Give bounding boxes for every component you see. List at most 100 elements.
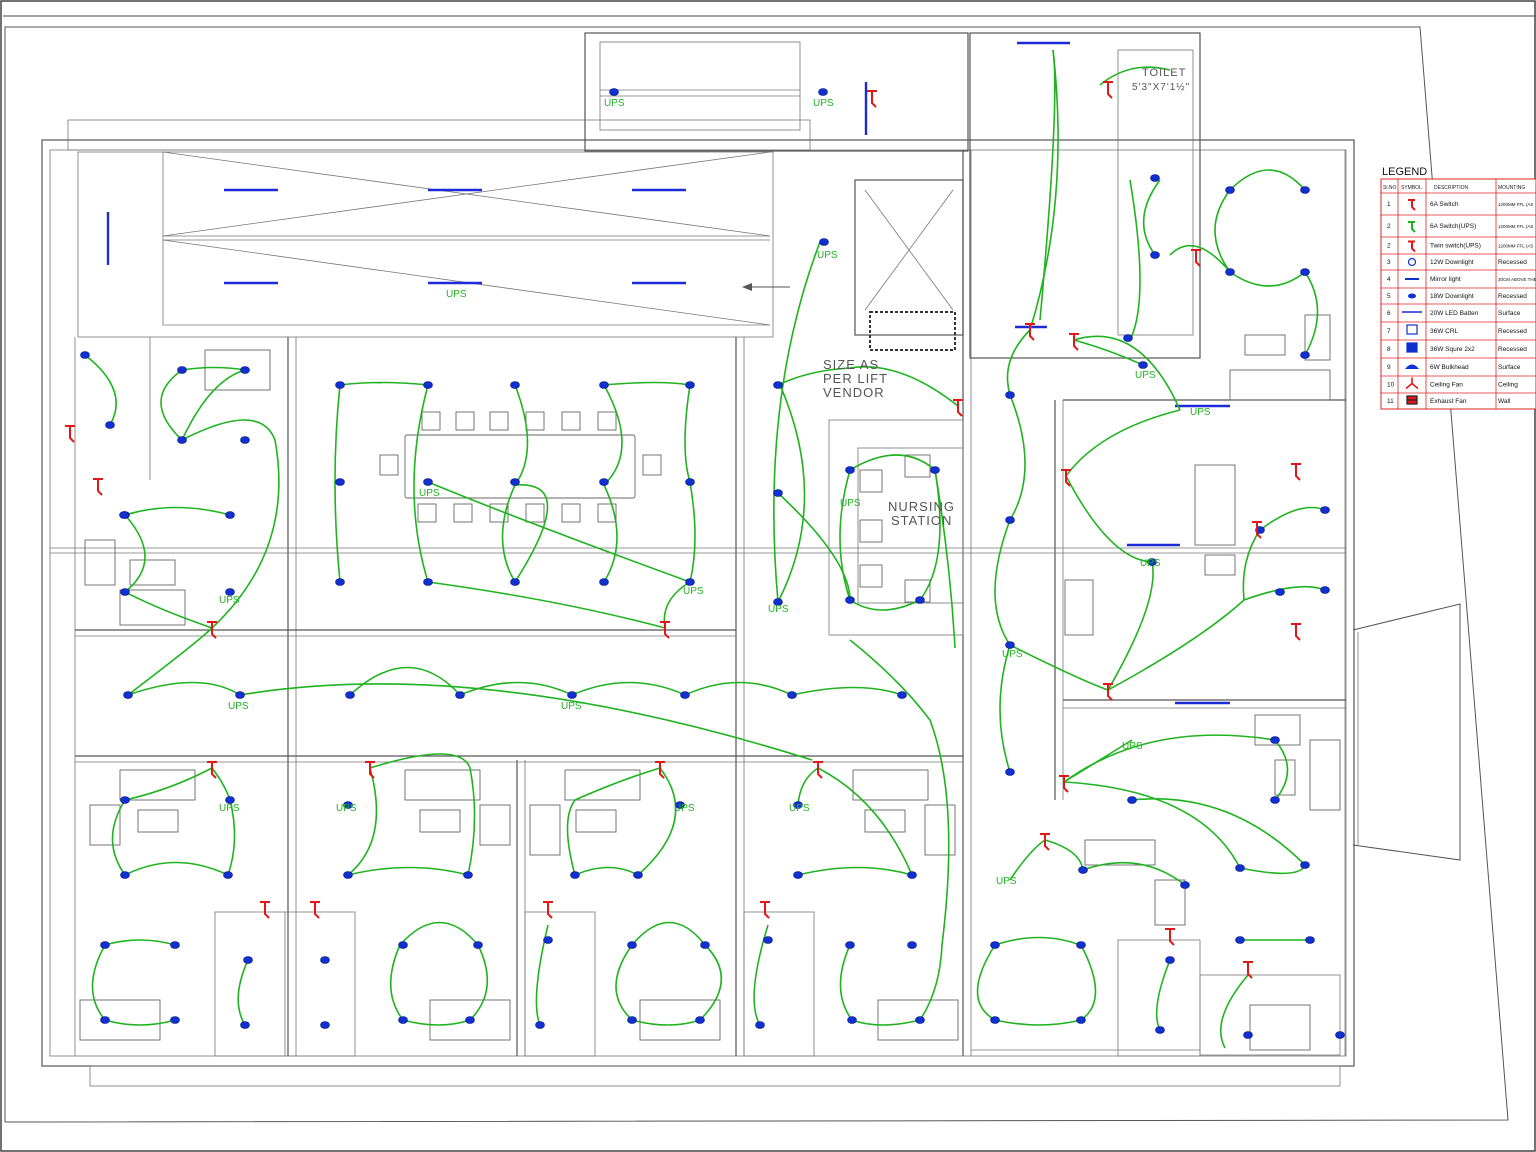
wiring-run — [1304, 271, 1319, 356]
ups-label: UPS — [813, 98, 834, 109]
legend-row-description: 6A Switch — [1430, 201, 1459, 208]
switch-icon — [1059, 775, 1069, 793]
legend-row-number: 4 — [1387, 276, 1391, 283]
downlight-icon — [320, 956, 330, 964]
downlight-icon — [1005, 516, 1015, 524]
toilet-size-label: 5'3"X7'1½" — [1132, 82, 1190, 93]
ups-label: UPS — [996, 876, 1017, 887]
ups-label: UPS — [446, 289, 467, 300]
wiring-run — [777, 366, 959, 407]
downlight-icon — [685, 578, 695, 586]
downlight-icon — [223, 871, 233, 879]
downlight-icon — [240, 436, 250, 444]
downlight-icon — [695, 1016, 705, 1024]
downlight-icon — [243, 956, 253, 964]
downlight-icon — [1320, 506, 1330, 514]
downlight-icon — [120, 588, 130, 596]
wiring-run — [211, 767, 236, 876]
wiring-run — [1239, 864, 1306, 875]
wiring-run — [797, 767, 819, 806]
downlight-icon — [915, 1016, 925, 1024]
legend-col-mounting: MOUNTING — [1498, 185, 1525, 191]
downlight-icon — [119, 511, 129, 519]
wiring-run — [797, 866, 913, 876]
legend-row-mounting: 1200MM FFL (AS — [1498, 224, 1533, 229]
legend: LEGEND Sl.NO SYMBOL DESCRIPTION MOUNTING… — [1380, 166, 1536, 410]
downlight-icon — [510, 478, 520, 486]
downlight-icon — [535, 1021, 545, 1029]
wiring-run — [934, 469, 956, 649]
downlight-icon — [633, 871, 643, 879]
downlight-icon — [609, 88, 619, 96]
lift-label-2: PER LIFT — [823, 371, 888, 386]
wiring-run — [1107, 599, 1245, 691]
legend-row-description: Mirror light — [1430, 276, 1461, 283]
exhaust-fan-icon — [1406, 395, 1418, 405]
downlight-18w-icon — [1408, 293, 1416, 299]
wiring-run — [1259, 506, 1326, 531]
downlights — [80, 88, 1345, 1039]
downlight-icon — [845, 596, 855, 604]
wiring-run — [181, 366, 246, 371]
ups-label: UPS — [1135, 370, 1156, 381]
legend-row-number: 10 — [1387, 382, 1395, 389]
legend-col-symbol: SYMBOL — [1401, 185, 1422, 191]
legend-title: LEGEND — [1382, 166, 1427, 178]
ups-label: UPS — [336, 803, 357, 814]
downlight-icon — [1150, 251, 1160, 259]
ceiling-fan-icon — [1405, 377, 1419, 390]
wiring-run — [1009, 644, 1109, 691]
downlight-icon — [320, 1021, 330, 1029]
downlight-icon — [1305, 936, 1315, 944]
downlight-icon — [675, 801, 685, 809]
wiring-run — [334, 384, 341, 583]
wiring-run — [1214, 189, 1231, 273]
switch-icon — [1025, 323, 1035, 341]
wiring-run — [91, 944, 176, 1026]
wiring-run — [104, 939, 176, 946]
wiring-run — [1155, 959, 1171, 1031]
wiring-run — [181, 369, 246, 441]
downlight-icon — [1078, 866, 1088, 874]
downlight-icon — [907, 871, 917, 879]
legend-row-mounting: 30CM ABOVE THE — [1498, 277, 1536, 282]
nursing-label-2: STATION — [891, 513, 952, 528]
downlight-icon — [335, 478, 345, 486]
downlight-icon — [773, 598, 783, 606]
legend-row-number: 3 — [1387, 259, 1391, 266]
wiring-run — [1073, 339, 1144, 366]
wiring-run — [427, 581, 666, 629]
legend-row-number: 11 — [1387, 398, 1394, 405]
downlight-icon — [423, 381, 433, 389]
downlight-icon — [1127, 796, 1137, 804]
switch-icon — [867, 90, 877, 108]
switch-icon — [207, 621, 217, 639]
switch-icon — [1291, 623, 1301, 641]
furniture — [79, 314, 1341, 1051]
wiring-run — [349, 666, 461, 696]
legend-row-description: 12W Downlight — [1430, 259, 1474, 266]
crl-icon — [1406, 324, 1418, 335]
downlight-icon — [1147, 558, 1157, 566]
downlight-icon — [120, 796, 130, 804]
square-light-icon — [1406, 342, 1418, 353]
wiring-run — [566, 767, 661, 876]
wiring-run — [124, 506, 231, 516]
wiring-run — [127, 681, 241, 696]
downlight-icon — [1300, 268, 1310, 276]
building-walls — [41, 32, 1461, 1087]
downlight-icon — [463, 871, 473, 879]
downlight-icon — [225, 588, 235, 596]
downlight-icon — [120, 871, 130, 879]
wiring-run — [1274, 739, 1289, 801]
switch-icon — [1191, 249, 1201, 267]
wiring-run — [237, 959, 249, 1026]
legend-row-number: 7 — [1387, 328, 1391, 335]
switch-icon — [953, 399, 963, 417]
legend-col-description: DESCRIPTION — [1434, 185, 1469, 191]
switch-icon — [1069, 333, 1079, 351]
switches — [65, 81, 1301, 979]
room-labels: TOILET 5'3"X7'1½" SIZE AS PER LIFT VENDO… — [823, 67, 1190, 528]
wiring-run — [239, 683, 813, 761]
legend-row-mounting: Wall — [1498, 398, 1511, 405]
